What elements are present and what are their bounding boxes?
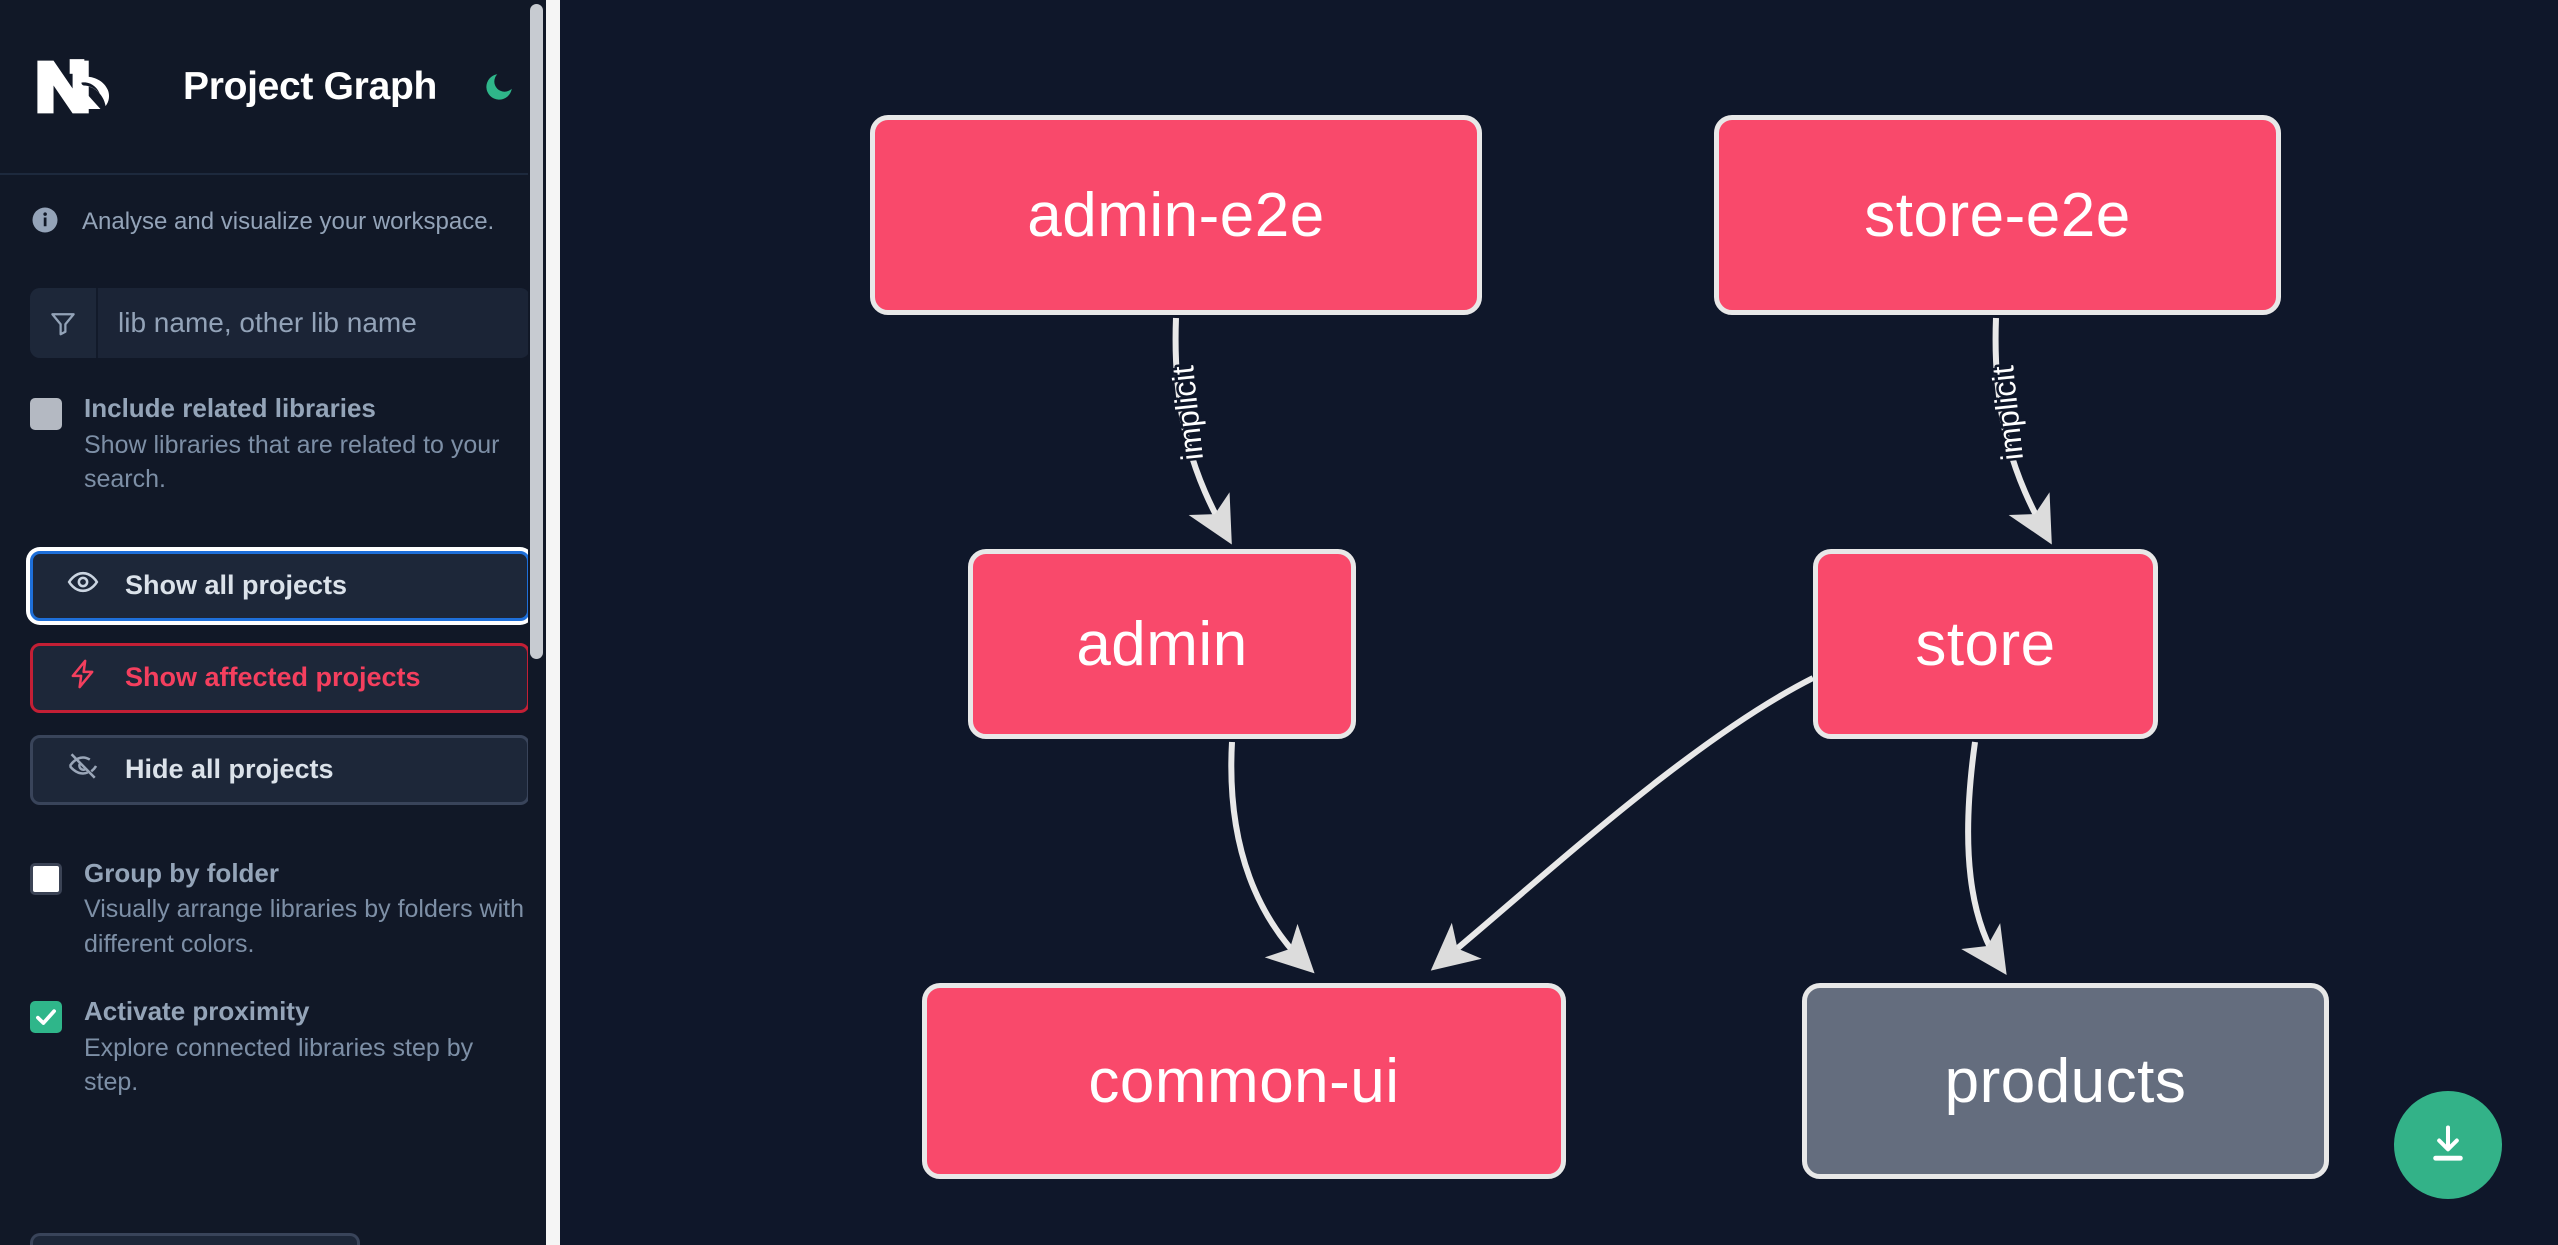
filter-row xyxy=(30,288,530,358)
checkbox-group-by-folder-label: Group by folder xyxy=(84,857,279,888)
info-icon xyxy=(30,205,60,240)
checkbox-group-by-folder-description: Visually arrange libraries by folders wi… xyxy=(84,895,525,958)
lightning-bolt-icon xyxy=(67,658,99,697)
search-input[interactable] xyxy=(98,288,530,358)
show-all-projects-label: Show all projects xyxy=(125,570,348,600)
edge-store-to-common-ui xyxy=(1430,675,1815,971)
graph-node-admin-label: admin xyxy=(1076,609,1248,679)
funnel-icon xyxy=(30,288,98,358)
graph-node-admin[interactable]: admin xyxy=(968,549,1356,739)
sidebar-scrollbar-thumb[interactable] xyxy=(530,4,543,659)
visibility-button-group: Show all projects Show affected projects xyxy=(30,550,530,805)
graph-node-common-ui-label: common-ui xyxy=(1088,1046,1400,1116)
edge-store-to-products xyxy=(1961,741,2007,975)
hide-all-projects-label: Hide all projects xyxy=(125,754,334,784)
show-all-projects-button[interactable]: Show all projects xyxy=(30,550,530,621)
checkbox-include-related-libraries-description: Show libraries that are related to your … xyxy=(84,430,500,494)
show-affected-projects-label: Show affected projects xyxy=(125,662,421,692)
download-icon xyxy=(2425,1121,2471,1170)
moon-icon[interactable] xyxy=(479,67,519,107)
workspace-note-text: Analyse and visualize your workspace. xyxy=(82,208,495,236)
graph-node-admin-e2e-label: admin-e2e xyxy=(1027,180,1325,250)
nx-logo-icon xyxy=(33,56,121,118)
graph-edges: implicit implicit xyxy=(1163,317,2052,975)
checkbox-activate-proximity-description: Explore connected libraries step by step… xyxy=(84,1033,474,1097)
sidebar: Project Graph Analyse and visualize your… xyxy=(0,0,560,1245)
eye-off-icon xyxy=(67,750,99,789)
graph-node-store[interactable]: store xyxy=(1813,549,2158,739)
graph-node-store-e2e-label: store-e2e xyxy=(1864,180,2131,250)
page-title: Project Graph xyxy=(183,64,437,108)
edge-admin-e2e-to-admin xyxy=(1172,317,1232,545)
graph-node-common-ui[interactable]: common-ui xyxy=(922,983,1566,1179)
checkbox-activate-proximity-label: Activate proximity xyxy=(84,996,310,1026)
checkbox-include-related-libraries[interactable]: Include related libraries Show libraries… xyxy=(0,392,560,497)
checkbox-activate-proximity-box[interactable] xyxy=(30,1001,62,1033)
download-graph-button[interactable] xyxy=(2394,1091,2502,1199)
sidebar-header: Project Graph xyxy=(0,0,560,175)
edge-admin-to-common-ui xyxy=(1228,741,1315,974)
edge-store-e2e-to-store xyxy=(1992,317,2052,545)
graph-node-products-label: products xyxy=(1944,1046,2187,1116)
graph-canvas[interactable]: implicit implicit admin-e2e store-e2e ad… xyxy=(560,0,2558,1245)
eye-icon xyxy=(67,566,99,605)
graph-node-store-label: store xyxy=(1915,609,2056,679)
sidebar-right-edge xyxy=(546,0,560,1245)
graph-node-admin-e2e[interactable]: admin-e2e xyxy=(870,115,1482,315)
checkbox-group-by-folder-box[interactable] xyxy=(30,862,62,895)
checkbox-group-by-folder[interactable]: Group by folder Visually arrange librari… xyxy=(0,857,560,962)
workspace-note: Analyse and visualize your workspace. xyxy=(0,175,560,240)
graph-node-store-e2e[interactable]: store-e2e xyxy=(1714,115,2281,315)
partial-button-below-fold[interactable] xyxy=(30,1233,360,1245)
graph-node-products[interactable]: products xyxy=(1802,983,2329,1179)
checkbox-include-related-libraries-box[interactable] xyxy=(30,398,62,430)
checkbox-include-related-libraries-label: Include related libraries xyxy=(84,393,376,423)
hide-all-projects-button[interactable]: Hide all projects xyxy=(30,734,530,805)
edge-label-implicit-admin: implicit xyxy=(1165,364,1210,462)
checkbox-activate-proximity[interactable]: Activate proximity Explore connected lib… xyxy=(0,995,560,1100)
edge-label-implicit-store: implicit xyxy=(1985,364,2030,462)
show-affected-projects-button[interactable]: Show affected projects xyxy=(30,642,530,713)
